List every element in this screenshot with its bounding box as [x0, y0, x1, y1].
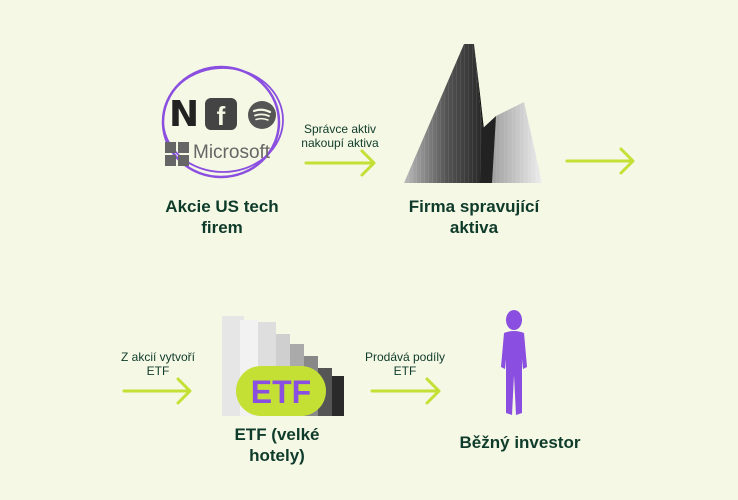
- skyscraper-building-icon: [404, 44, 542, 183]
- edge-label-create: Z akcií vytvoří ETF: [120, 350, 195, 378]
- netflix-logo-icon: N: [169, 94, 200, 135]
- microsoft-windows-icon: [165, 142, 189, 166]
- purple-circle-scribble: [161, 65, 284, 179]
- facebook-logo-icon: f: [205, 98, 237, 131]
- node-label-stocks: Akcie US tech firem: [165, 197, 279, 237]
- node-label-manager: Firma spravující aktiva: [408, 197, 540, 237]
- tech-logos-cluster: N f Microsoft: [155, 62, 295, 192]
- edge-label-sell: Prodává podíly ETF: [364, 350, 446, 378]
- microsoft-wordmark: Microsoft: [193, 142, 271, 163]
- node-label-investor: Běžný investor: [459, 433, 581, 452]
- etf-badge: ETF: [236, 366, 326, 416]
- edge-label-buy: Správce aktiv nakoupí aktiva: [301, 122, 379, 150]
- investor-person-icon: [501, 310, 527, 415]
- node-label-etf: ETF (velké hotely): [234, 425, 320, 465]
- spotify-logo-icon: [248, 101, 276, 129]
